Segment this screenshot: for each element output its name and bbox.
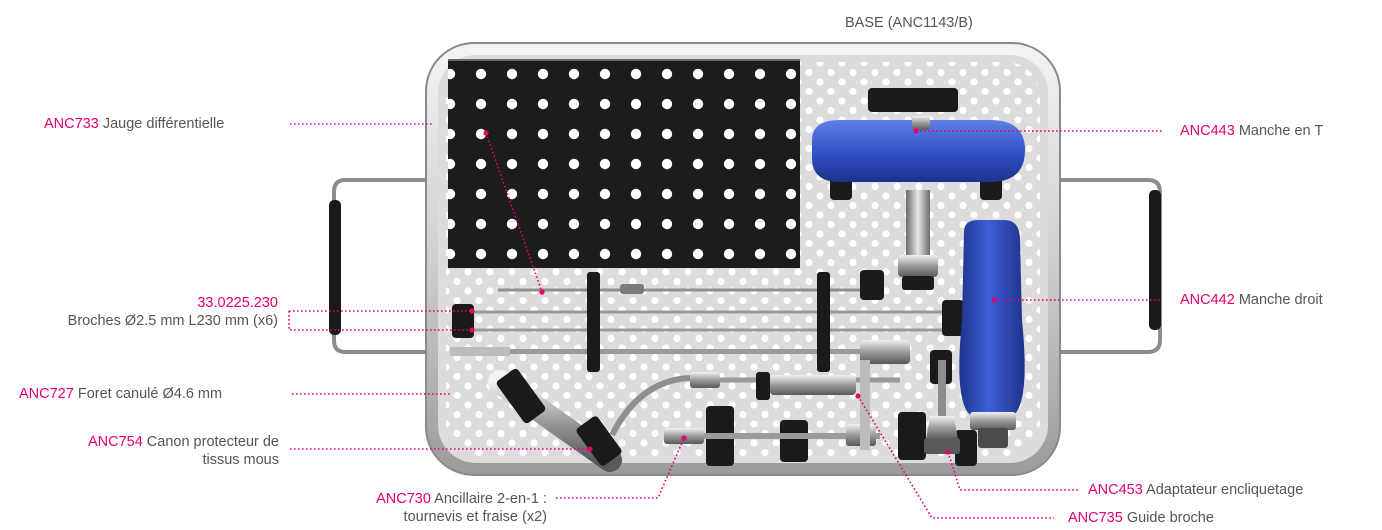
base-label: BASE (ANC1143/B) [845,15,973,31]
callout-text: Manche droit [1238,292,1323,308]
tray-handle-right [1045,178,1162,354]
t-handle [812,116,1025,290]
pins [462,284,960,332]
callout-code: ANC443 [1180,123,1235,139]
callout-text: Adaptateur encliquetage [1146,482,1304,498]
callout-text: Canon protecteur de [146,434,279,450]
ratchet-adapter [924,360,960,454]
callout-text: Guide broche [1126,510,1214,526]
callout-code: ANC754 [87,434,143,450]
callout-code: 33.0225.230 [197,295,278,311]
callout-text-line2: tissus mous [202,452,279,468]
callout-text: Manche en T [1238,123,1324,139]
callout-code: ANC453 [1088,482,1143,498]
callout-code: ANC730 [376,491,431,507]
leader-lines [288,123,1162,519]
callout-text: Broches Ø2.5 mm L230 mm (x6) [67,313,278,329]
cannulated-drill [450,340,910,364]
callout-text-line2: tournevis et fraise (x2) [403,509,547,525]
callout-code: ANC735 [1068,510,1123,526]
callout-anc727: ANC727 Foret canulé Ø4.6 mm [19,385,222,403]
callout-broches: 33.0225.230 Broches Ø2.5 mm L230 mm (x6) [68,294,278,330]
callout-anc730: ANC730 Ancillaire 2-en-1 : tournevis et … [376,490,547,526]
callout-text: Ancillaire 2-en-1 : [434,491,547,507]
tray-handle-left [329,178,438,354]
callout-anc754: ANC754 Canon protecteur de tissus mous [88,433,279,469]
callout-code: ANC733 [44,116,99,132]
callout-anc443: ANC443 Manche en T [1180,122,1323,140]
callout-anc735: ANC735 Guide broche [1068,509,1214,527]
callout-code: ANC442 [1180,292,1235,308]
callout-anc733: ANC733 Jauge différentielle [44,115,224,133]
straight-handle [959,220,1025,448]
tissue-protector [488,368,691,472]
callout-anc442: ANC442 Manche droit [1180,291,1323,309]
callout-text: Jauge différentielle [102,116,225,132]
pin-guide [756,360,870,450]
callout-anc453: ANC453 Adaptateur encliquetage [1088,481,1303,499]
callout-code: ANC727 [19,386,74,402]
callout-text: Foret canulé Ø4.6 mm [77,386,223,402]
black-rack [448,59,800,268]
